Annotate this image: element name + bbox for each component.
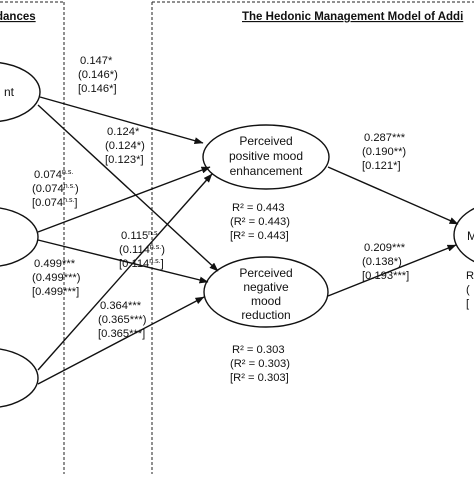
coefficient-p5-line-1: 0.499*** bbox=[34, 258, 76, 270]
coefficient-p2: 0.124* (0.124*) [0.123*] bbox=[105, 126, 145, 166]
r-squared-negative-line-1: R² = 0.303 bbox=[232, 344, 285, 356]
coefficient-p3: 0.074n.s. (0.074n.s.) [0.074n.s.] bbox=[32, 169, 79, 209]
path-arrow-p4 bbox=[37, 239, 209, 284]
outcome-node bbox=[453, 207, 474, 263]
r-squared-outcome-line-2: ( bbox=[466, 284, 470, 296]
coefficient-p7: 0.287*** (0.190**) [0.121*] bbox=[362, 132, 406, 172]
coefficient-p8-line-3: [0.193***] bbox=[362, 270, 409, 282]
r-squared-negative: R² = 0.303 (R² = 0.303) [R² = 0.303] bbox=[230, 344, 290, 384]
negative-node-line-2: negative bbox=[243, 280, 289, 294]
coefficient-p6-line-2: (0.365***) bbox=[98, 314, 147, 326]
coefficient-p5: 0.499*** (0.499***) [0.499***] bbox=[32, 258, 81, 298]
positive-node-line-2: positive mood bbox=[229, 149, 303, 163]
coefficient-p5-line-2: (0.499***) bbox=[32, 272, 81, 284]
coefficient-p4-line-1: 0.115n.s. bbox=[121, 230, 160, 242]
left-section-header: dances bbox=[0, 11, 36, 23]
coefficient-p3-line-2: (0.074n.s.) bbox=[32, 183, 79, 195]
coefficient-p3-line-3: [0.074n.s.] bbox=[32, 197, 78, 209]
coefficient-p4-line-3: [0.114n.s.] bbox=[119, 258, 164, 270]
perceived-negative-mood-reduction-label: Perceived negative mood reduction bbox=[239, 266, 292, 322]
perceived-positive-mood-enhancement-label: Perceived positive mood enhancement bbox=[229, 134, 303, 178]
coefficient-p5-line-3: [0.499***] bbox=[32, 286, 79, 298]
construct-top-left-label: nt bbox=[4, 85, 15, 99]
r-squared-positive-line-2: (R² = 0.443) bbox=[230, 216, 290, 228]
coefficient-p6-line-3: [0.365***] bbox=[98, 328, 145, 340]
coefficient-p1-line-3: [0.146*] bbox=[78, 83, 117, 95]
outcome-node-label: M bbox=[467, 229, 474, 243]
perceived-negative-mood-reduction-node bbox=[203, 256, 329, 328]
coefficient-p1: 0.147* (0.146*) [0.146*] bbox=[78, 55, 118, 95]
path-arrow-p3 bbox=[37, 166, 211, 233]
coefficient-p7-line-2: (0.190**) bbox=[362, 146, 406, 158]
construct-bottom-left bbox=[0, 348, 39, 408]
coefficient-p1-line-1: 0.147* bbox=[80, 55, 113, 67]
coefficient-p7-line-1: 0.287*** bbox=[364, 132, 406, 144]
r-squared-outcome: R ( [ bbox=[466, 270, 474, 310]
r-squared-positive-line-3: [R² = 0.443] bbox=[230, 230, 289, 242]
coefficient-p1-line-2: (0.146*) bbox=[78, 69, 118, 81]
perceived-positive-mood-enhancement-node bbox=[202, 124, 330, 190]
path-arrow-p2 bbox=[37, 104, 219, 272]
r-squared-outcome-line-1: R bbox=[466, 270, 474, 282]
coefficient-p3-line-1: 0.074n.s. bbox=[34, 169, 73, 181]
negative-node-line-1: Perceived bbox=[239, 266, 292, 280]
path-arrow-p8 bbox=[327, 244, 457, 297]
coefficient-p8-line-1: 0.209*** bbox=[364, 242, 406, 254]
right-section-header: The Hedonic Management Model of Addi bbox=[242, 11, 463, 23]
coefficient-p6: 0.364*** (0.365***) [0.365***] bbox=[98, 300, 147, 340]
coefficient-p4-line-2: (0.114n.s.) bbox=[119, 244, 165, 256]
negative-node-line-3: mood bbox=[251, 294, 281, 308]
coefficient-p2-line-1: 0.124* bbox=[107, 126, 140, 138]
coefficient-p2-line-2: (0.124*) bbox=[105, 140, 145, 152]
negative-node-line-4: reduction bbox=[241, 308, 290, 322]
r-squared-negative-line-3: [R² = 0.303] bbox=[230, 372, 289, 384]
coefficient-p6-line-1: 0.364*** bbox=[100, 300, 142, 312]
positive-node-line-1: Perceived bbox=[239, 134, 292, 148]
coefficient-p2-line-3: [0.123*] bbox=[105, 154, 144, 166]
coefficient-p7-line-3: [0.121*] bbox=[362, 160, 401, 172]
path-arrow-p7 bbox=[327, 166, 459, 225]
r-squared-positive-line-1: R² = 0.443 bbox=[232, 202, 285, 214]
r-squared-negative-line-2: (R² = 0.303) bbox=[230, 358, 290, 370]
r-squared-positive: R² = 0.443 (R² = 0.443) [R² = 0.443] bbox=[230, 202, 290, 242]
construct-top-left bbox=[0, 62, 41, 122]
path-arrow-p6 bbox=[37, 296, 205, 385]
construct-middle-left bbox=[0, 207, 39, 267]
path-arrow-p5 bbox=[37, 173, 213, 371]
coefficient-p8-line-2: (0.138*) bbox=[362, 256, 402, 268]
path-arrow-p1 bbox=[39, 96, 204, 145]
coefficient-p8: 0.209*** (0.138*) [0.193***] bbox=[362, 242, 409, 282]
r-squared-outcome-line-3: [ bbox=[466, 298, 470, 310]
positive-node-line-3: enhancement bbox=[230, 164, 303, 178]
coefficient-p4: 0.115n.s. (0.114n.s.) [0.114n.s.] bbox=[119, 230, 165, 270]
